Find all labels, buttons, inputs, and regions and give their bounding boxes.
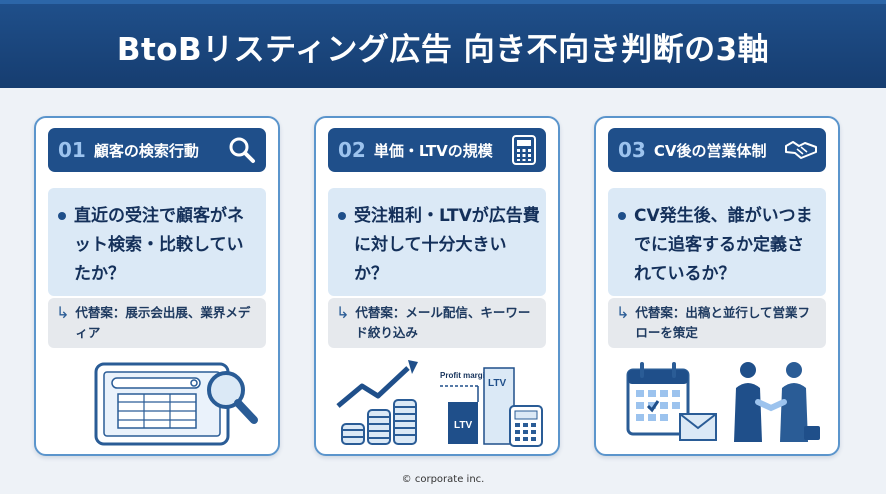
bullet-dot bbox=[618, 212, 626, 220]
card-number: 01 bbox=[58, 138, 86, 162]
return-arrow-icon: ↳ bbox=[56, 303, 70, 322]
growth-ltv-illustration: Profit margin LTV LTV bbox=[336, 360, 543, 447]
copyright-footer: © corporate inc. bbox=[401, 474, 485, 485]
businessmen-handshake-icon bbox=[734, 362, 820, 442]
profit-margin-label-1: Profit margin bbox=[440, 371, 490, 380]
alternative-box: ↳ 代替案：展示会出展、業界メディア bbox=[48, 298, 266, 348]
calculator-illustration-icon bbox=[509, 405, 543, 447]
calendar-icon bbox=[626, 362, 690, 436]
ltv-bar-small bbox=[448, 402, 478, 444]
return-arrow-icon: ↳ bbox=[616, 303, 630, 322]
alternative-box: ↳ 代替案：メール配信、キーワード絞り込み bbox=[328, 298, 546, 348]
title-banner: BtoBリスティング広告 向き不向き判断の3軸 bbox=[0, 0, 886, 88]
card-header: 02 単価・LTVの規模 bbox=[328, 128, 546, 172]
alternative-text: 代替案：出稿と並行して営業フローを策定 bbox=[635, 305, 811, 340]
calculator-icon bbox=[512, 135, 536, 165]
handshake-icon bbox=[785, 141, 817, 159]
return-arrow-icon: ↳ bbox=[336, 303, 350, 322]
card-title: 顧客の検索行動 bbox=[93, 141, 199, 160]
card-header: 01 顧客の検索行動 bbox=[48, 128, 266, 172]
ltv-label-large: LTV bbox=[488, 378, 506, 389]
calendar-handshake-illustration bbox=[626, 362, 820, 442]
question-text: 受注粗利・LTVが広告費に対して十分大きいか？ bbox=[354, 206, 540, 284]
card-title: CV後の営業体制 bbox=[653, 141, 767, 160]
envelope-icon bbox=[679, 413, 717, 441]
question-text: 直近の受注で顧客がネット検索・比較していたか？ bbox=[74, 206, 244, 284]
card-title: 単価・LTVの規模 bbox=[373, 141, 493, 160]
alternative-text: 代替案：展示会出展、業界メディア bbox=[75, 305, 251, 340]
alternative-text: 代替案：メール配信、キーワード絞り込み bbox=[355, 305, 531, 340]
card-header: 03 CV後の営業体制 bbox=[608, 128, 826, 172]
card-number: 03 bbox=[618, 138, 646, 162]
question-box: 直近の受注で顧客がネット検索・比較していたか？ bbox=[48, 188, 266, 296]
question-box: CV発生後、誰がいつまでに追客するか定義されているか？ bbox=[608, 188, 826, 296]
card-number: 02 bbox=[338, 138, 366, 162]
question-text: CV発生後、誰がいつまでに追客するか定義されているか？ bbox=[634, 206, 813, 284]
card-unit-price-ltv: 02 単価・LTVの規模 受注粗利・LTVが広告費に対して十分大きいか？ ↳ 代… bbox=[314, 116, 560, 456]
bullet-dot bbox=[58, 212, 66, 220]
page-title: BtoBリスティング広告 向き不向き判断の3軸 bbox=[116, 31, 770, 68]
magnifier-icon bbox=[229, 137, 255, 163]
alternative-box: ↳ 代替案：出稿と並行して営業フローを策定 bbox=[608, 298, 826, 348]
card-sales-system: 03 CV後の営業体制 CV発生後、誰がいつまでに追客するか定義されているか？ … bbox=[594, 116, 840, 456]
coin-stacks bbox=[341, 399, 417, 445]
question-box: 受注粗利・LTVが広告費に対して十分大きいか？ bbox=[328, 188, 546, 296]
bullet-dot bbox=[338, 212, 346, 220]
card-search-behavior: 01 顧客の検索行動 直近の受注で顧客がネット検索・比較していたか？ ↳ 代替案… bbox=[34, 116, 280, 456]
up-arrow-icon bbox=[408, 360, 418, 374]
ltv-label-small: LTV bbox=[454, 420, 472, 431]
search-screen-illustration bbox=[94, 362, 258, 446]
